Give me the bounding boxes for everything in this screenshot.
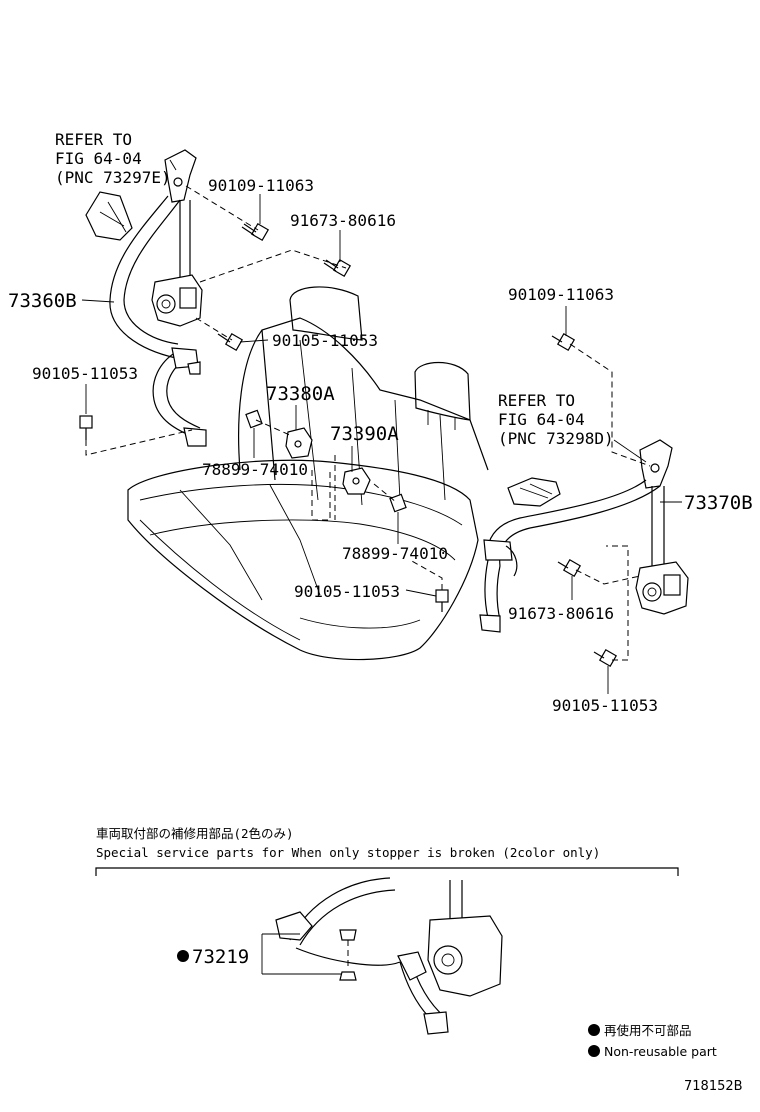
- non-reusable-dot-73219: [177, 950, 189, 962]
- refer-bracket-left: [85, 191, 133, 241]
- label-90105-center: 90105-11053: [294, 582, 400, 601]
- label-73390a: 73390A: [330, 423, 399, 445]
- bolt-90105-right: [593, 648, 618, 668]
- bolt-78899-center: [389, 493, 407, 513]
- refer-bracket-right: [507, 477, 561, 507]
- right-seat-belt-assembly: [479, 439, 689, 633]
- refer-left-line2: FIG 64-04: [55, 149, 142, 168]
- figure-id: 718152B: [684, 1079, 743, 1094]
- bolt-90105-left: [79, 415, 93, 440]
- buckle-73390a: [342, 467, 371, 495]
- service-note-bracket: [95, 867, 679, 876]
- buckle-73380a: [285, 427, 313, 459]
- service-note-english: Special service parts for When only stop…: [96, 845, 600, 860]
- label-78899-center: 78899-74010: [342, 544, 448, 563]
- bolt-90109-left: [241, 222, 270, 242]
- bolt-90105-upper: [217, 332, 244, 352]
- legend: 再使用不可部品 Non-reusable part: [588, 1023, 717, 1059]
- assembly-guide-lines: [85, 185, 651, 661]
- legend-english: Non-reusable part: [604, 1044, 717, 1059]
- service-note-japanese: 車両取付部の補修用部品(2色のみ): [96, 826, 294, 841]
- label-90105-right: 90105-11053: [552, 696, 658, 715]
- refer-right-line3: (PNC 73298D): [498, 429, 614, 448]
- bolt-90109-right: [551, 332, 576, 352]
- label-90105-left: 90105-11053: [32, 364, 138, 383]
- refer-left-line1: REFER TO: [55, 130, 132, 149]
- legend-dot-english: [588, 1045, 600, 1057]
- legend-japanese: 再使用不可部品: [604, 1023, 692, 1038]
- refer-right-line2: FIG 64-04: [498, 410, 585, 429]
- legend-dot-japanese: [588, 1024, 600, 1036]
- label-91673-right: 91673-80616: [508, 604, 614, 623]
- label-78899-left: 78899-74010: [202, 460, 308, 479]
- bolt-90105-center: [435, 589, 449, 612]
- label-91673-left: 91673-80616: [290, 211, 396, 230]
- label-90105-upper: 90105-11053: [272, 331, 378, 350]
- label-73360b: 73360B: [8, 290, 77, 312]
- leader-lines: [81, 159, 682, 694]
- refer-left-line3: (PNC 73297E): [55, 168, 171, 187]
- label-90109-left: 90109-11063: [208, 176, 314, 195]
- label-73219: 73219: [192, 946, 249, 968]
- label-90109-right: 90109-11063: [508, 285, 614, 304]
- label-73370b: 73370B: [684, 492, 753, 514]
- left-seat-belt-assembly: [109, 149, 207, 447]
- bolt-78899-left: [245, 409, 263, 429]
- rear-seat-illustration: [127, 286, 489, 661]
- refer-right-line1: REFER TO: [498, 391, 575, 410]
- stopper-detail-illustration: [261, 877, 503, 1035]
- label-73380a: 73380A: [266, 383, 335, 405]
- bolt-91673-right: [557, 558, 582, 578]
